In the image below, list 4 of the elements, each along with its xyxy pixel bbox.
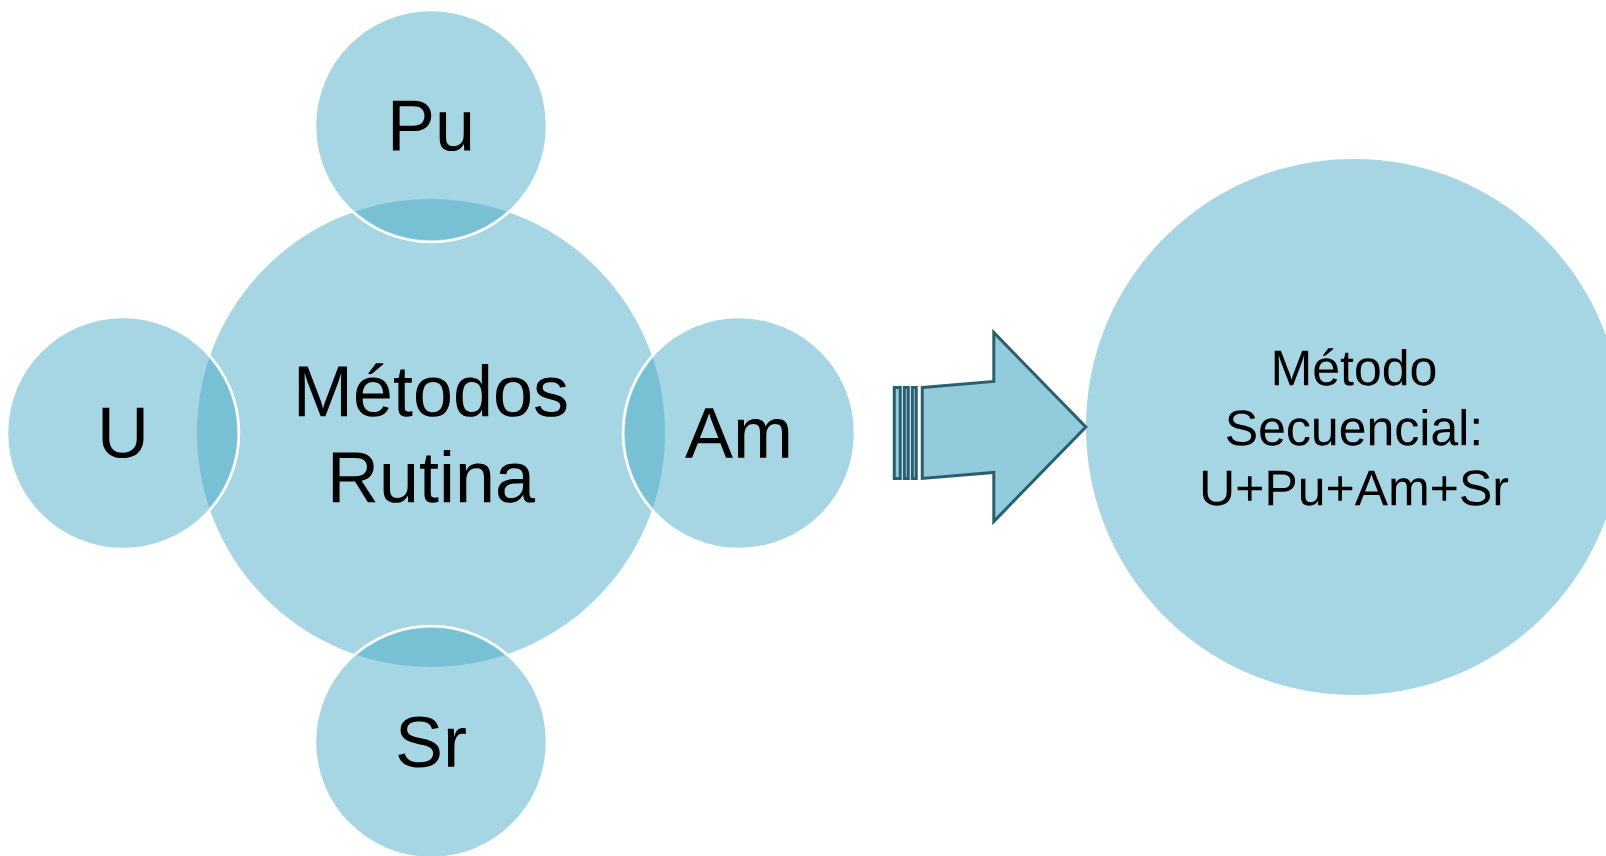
node-label: Am <box>685 408 789 458</box>
node-label: U <box>102 407 144 459</box>
block-arrow <box>892 328 1088 526</box>
node-label: Pu <box>392 100 471 152</box>
